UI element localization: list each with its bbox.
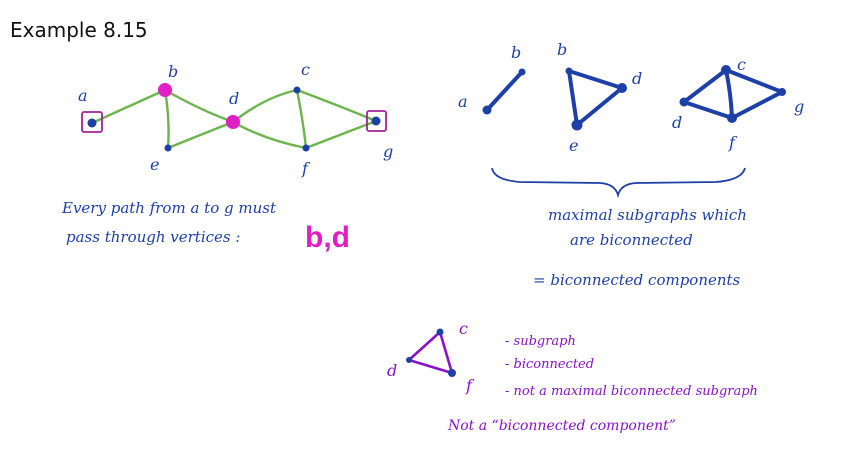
- comp-label-a: a: [458, 92, 468, 111]
- page-title: Example 8.15: [10, 18, 148, 42]
- note-highlight-bd: b,d: [305, 221, 350, 254]
- edge-d-f: [231, 120, 308, 150]
- comp2-triangle: [567, 69, 624, 127]
- comp-vertex-b2: [565, 67, 573, 75]
- bullet-subgraph: - subgraph: [505, 334, 576, 349]
- comp-vertex-d2: [679, 97, 689, 107]
- triangle-edges: [407, 330, 454, 375]
- edge-c-f: [295, 88, 308, 150]
- comp-label-d1: d: [632, 69, 642, 88]
- note-every-path: Every path from a to g must pass through…: [61, 199, 350, 254]
- vertex-c: [293, 86, 301, 94]
- tri-vertex-c: [436, 328, 444, 336]
- bullet-list: - subgraph - biconnected - not a maximal…: [447, 334, 758, 434]
- vertex-b: [158, 83, 172, 97]
- comp3-edge-c-f: [724, 68, 734, 120]
- comp3-edge-f-g: [730, 90, 784, 120]
- comp-label-c: c: [737, 55, 746, 74]
- tri-label-c: c: [459, 319, 468, 338]
- comp3-edge-d-f: [682, 100, 734, 120]
- tri-vertex-d: [406, 357, 412, 363]
- label-c: c: [301, 60, 310, 79]
- comp-vertex-a: [482, 105, 492, 115]
- comp-vertex-c: [721, 65, 731, 75]
- vertex-g-box: [366, 110, 387, 132]
- curly-brace: [491, 167, 746, 199]
- bullet-not-maximal: - not a maximal biconnected subgraph: [505, 384, 758, 399]
- note-line-2: pass through vertices :: [66, 228, 240, 246]
- comp1-edge-a-b: [485, 70, 524, 112]
- edge-e-d: [166, 120, 235, 150]
- note-maximal-subgraphs: maximal subgraphs which are biconnected …: [533, 206, 747, 289]
- vertex-a-box: [81, 111, 103, 133]
- comp3-edge-d-c: [682, 68, 728, 104]
- comp-vertex-g: [778, 88, 786, 96]
- triangle-example: c d f: [387, 319, 475, 395]
- label-e: e: [150, 155, 159, 174]
- edge-b-e: [163, 88, 170, 150]
- edge-a-b: [90, 88, 167, 125]
- comp-vertex-f: [727, 113, 737, 123]
- edge-b-d: [163, 88, 235, 124]
- tri-vertex-f: [448, 369, 456, 377]
- comp-label-f: f: [728, 133, 738, 152]
- edge-c-g: [295, 88, 378, 123]
- comp-vertex-e: [571, 119, 583, 131]
- edge-f-g: [304, 119, 378, 150]
- tri-label-f: f: [465, 376, 475, 395]
- comp-label-e: e: [569, 136, 578, 155]
- note-right-line-1: maximal subgraphs which: [548, 206, 747, 224]
- tri-label-d: d: [387, 361, 397, 380]
- comp-vertex-b1: [518, 68, 526, 76]
- vertex-e: [164, 144, 172, 152]
- not-a-component: Not a “biconnected component”: [447, 418, 676, 434]
- note-line-1: Every path from a to g must: [61, 199, 277, 217]
- main-graph: a b e d c f g: [78, 60, 393, 178]
- label-d: d: [229, 89, 239, 108]
- comp-label-d2: d: [672, 113, 682, 132]
- vertex-d: [226, 115, 240, 129]
- comp-vertex-d1: [617, 83, 627, 93]
- label-b: b: [168, 62, 178, 81]
- note-right-line-2: are biconnected: [570, 231, 693, 249]
- note-right-line-3: = biconnected components: [533, 271, 741, 289]
- comp-label-g: g: [794, 97, 804, 116]
- vertex-f: [302, 144, 310, 152]
- label-a: a: [78, 86, 88, 105]
- vertex-a: [87, 118, 97, 128]
- label-f: f: [301, 159, 311, 178]
- comp3-edge-c-g: [724, 68, 784, 94]
- label-g: g: [383, 142, 393, 161]
- vertex-g: [371, 116, 381, 126]
- comp-label-b1: b: [511, 43, 521, 62]
- edge-d-c: [231, 88, 299, 124]
- bullet-biconnected: - biconnected: [505, 357, 594, 372]
- comp-label-b2: b: [557, 40, 567, 59]
